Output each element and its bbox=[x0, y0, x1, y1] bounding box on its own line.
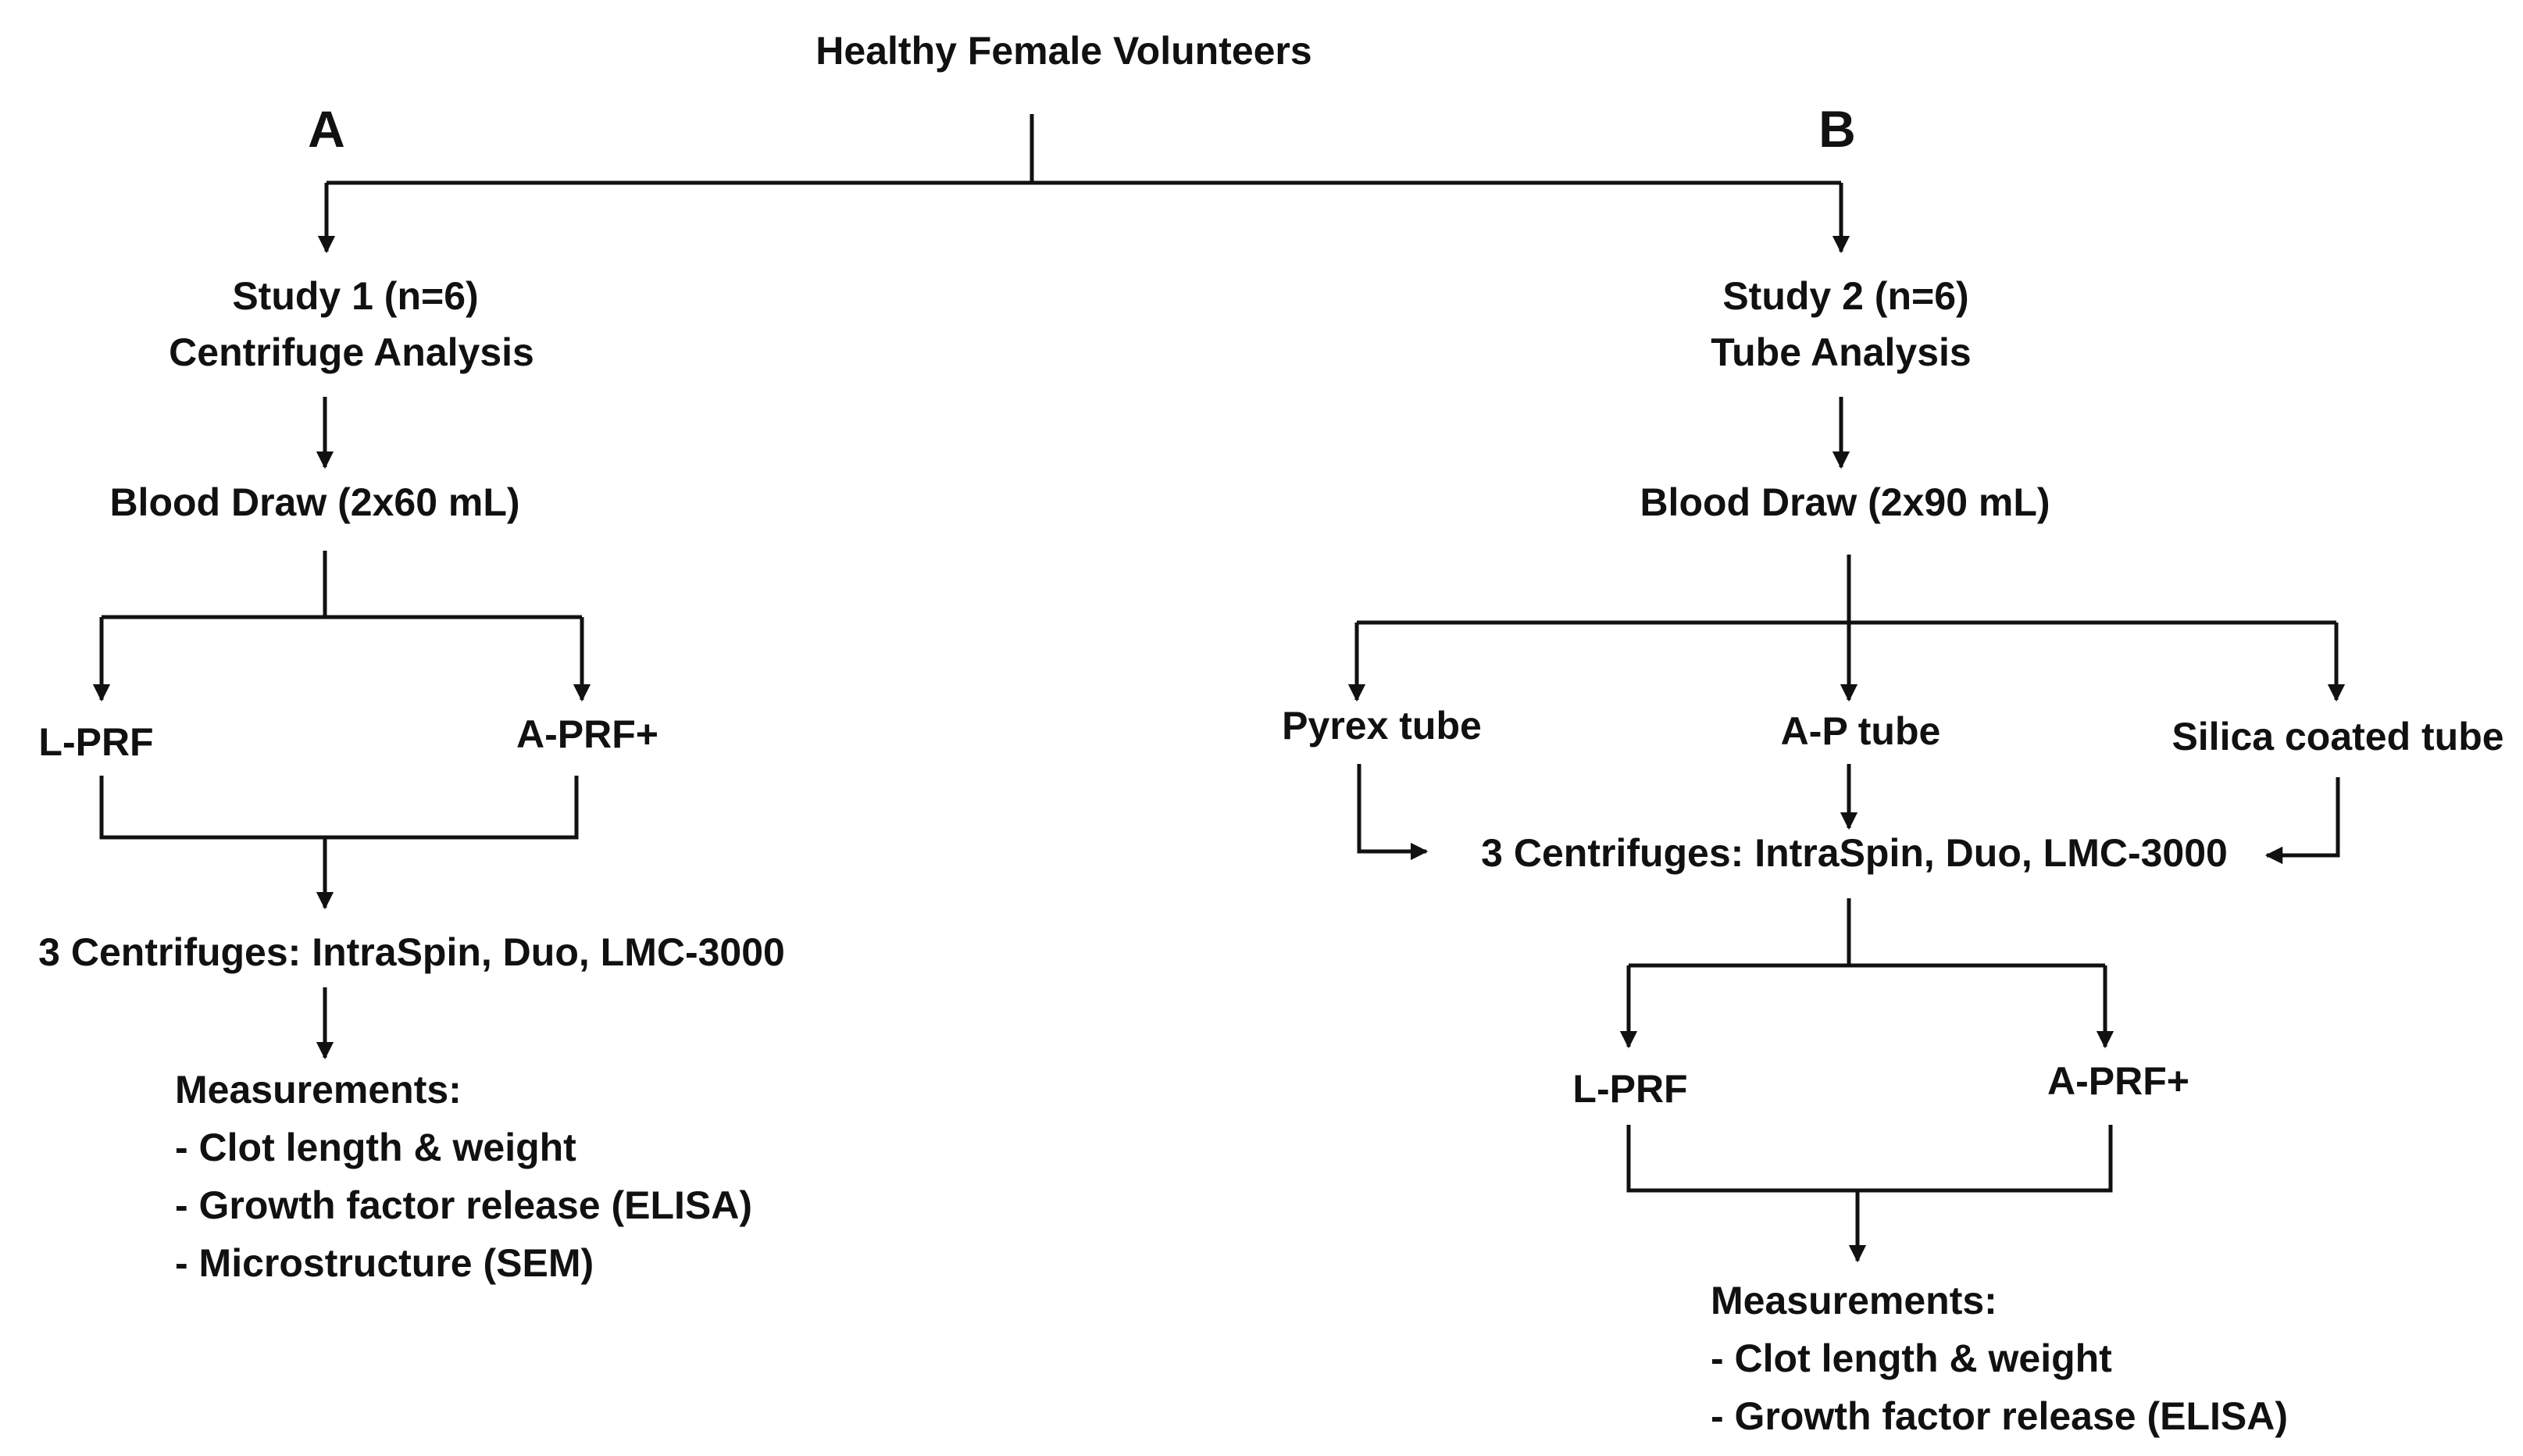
lprf-a-label: L-PRF bbox=[38, 720, 154, 764]
panel-b-letter: B bbox=[1818, 100, 1856, 158]
measurements-b: Measurements: - Clot length & weight - G… bbox=[1711, 1272, 2288, 1445]
silica-to-centrifuges bbox=[2264, 777, 2340, 865]
aprf-a-label: A-PRF+ bbox=[516, 712, 658, 756]
study-1-subtitle: Centrifuge Analysis bbox=[169, 330, 534, 374]
panel-a-letter: A bbox=[308, 100, 345, 158]
prf-a-join bbox=[99, 776, 579, 840]
measurements-a: Measurements: - Clot length & weight - G… bbox=[175, 1061, 752, 1292]
centrifuges-a: 3 Centrifuges: IntraSpin, Duo, LMC-3000 bbox=[38, 930, 785, 974]
root-title: Healthy Female Volunteers bbox=[815, 29, 1312, 73]
measurements-b-item: - Growth factor release (ELISA) bbox=[1711, 1394, 2289, 1438]
study-1-title: Study 1 (n=6) bbox=[232, 274, 479, 318]
blood-draw-b: Blood Draw (2x90 mL) bbox=[1640, 480, 2050, 524]
centrifuges-b: 3 Centrifuges: IntraSpin, Duo, LMC-3000 bbox=[1481, 831, 2228, 875]
measurements-b-heading: Measurements: bbox=[1711, 1279, 1997, 1322]
ap-tube-label: A-P tube bbox=[1780, 709, 1941, 753]
lprf-b-label: L-PRF bbox=[1572, 1067, 1688, 1111]
prf-b-join bbox=[1626, 1125, 2113, 1193]
silica-tube-label: Silica coated tube bbox=[2171, 715, 2504, 758]
study-2-title: Study 2 (n=6) bbox=[1722, 274, 1969, 318]
blood-draw-a: Blood Draw (2x60 mL) bbox=[109, 480, 520, 524]
study-2-subtitle: Tube Analysis bbox=[1711, 330, 1972, 374]
measurements-a-heading: Measurements: bbox=[175, 1068, 462, 1112]
measurements-a-item: - Growth factor release (ELISA) bbox=[175, 1183, 753, 1227]
measurements-b-item: - Clot length & weight bbox=[1711, 1336, 2112, 1380]
aprf-b-label: A-PRF+ bbox=[2047, 1059, 2189, 1103]
measurements-a-item: - Clot length & weight bbox=[175, 1126, 576, 1169]
measurements-a-item: - Microstructure (SEM) bbox=[175, 1241, 594, 1285]
pyrex-tube-label: Pyrex tube bbox=[1282, 704, 1482, 748]
pyrex-to-centrifuges bbox=[1357, 764, 1429, 861]
